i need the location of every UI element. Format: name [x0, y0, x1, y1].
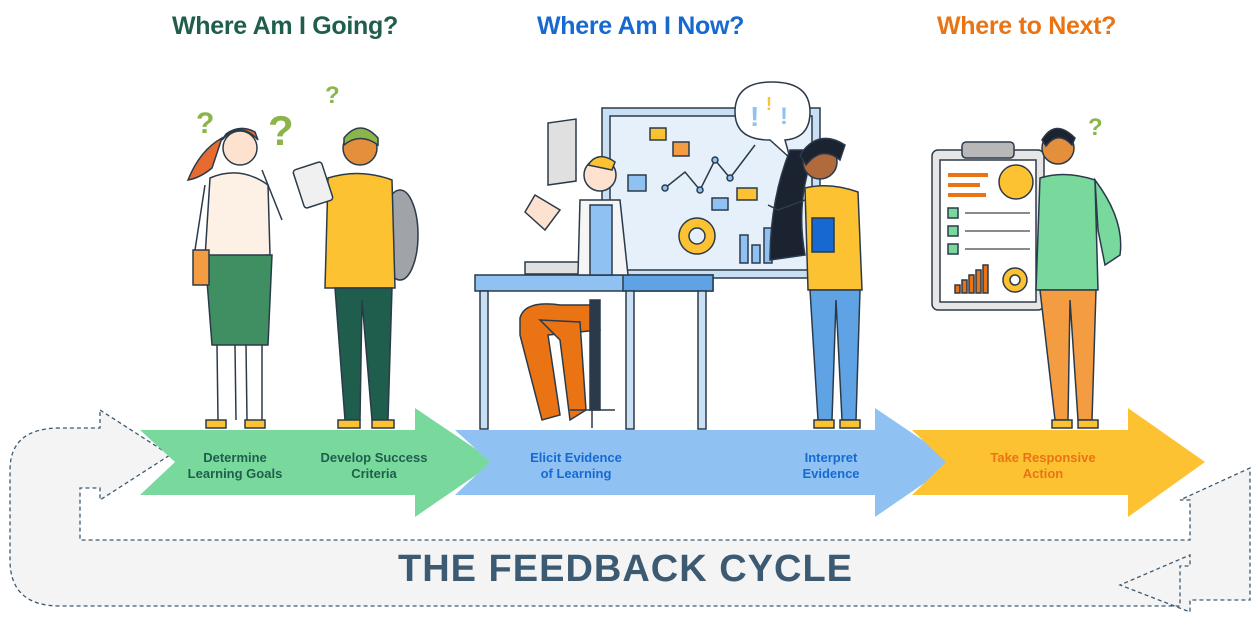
heading-where-to-next: Where to Next?: [937, 12, 1117, 40]
step-label-responsive-action: Take Responsive Action: [990, 450, 1096, 481]
step-label-elicit-evidence: Elicit Evidence of Learning: [530, 450, 622, 481]
desk-scene: [474, 118, 714, 430]
step-label-success-criteria: Develop Success Criteria: [320, 450, 428, 481]
person-woman-interpret: [767, 137, 863, 429]
svg-text:!: !: [750, 101, 759, 132]
step-arrow-yellow: [912, 408, 1205, 517]
bar-chart-icon: [739, 227, 773, 264]
svg-text:?: ?: [1088, 114, 1103, 141]
svg-text:?: ?: [268, 107, 294, 154]
svg-text:!: !: [766, 94, 772, 114]
step-arrow-blue: [455, 408, 955, 517]
question-mark-icon: ? ? ? ?: [196, 82, 1103, 154]
svg-text:?: ?: [325, 82, 340, 109]
heading-where-am-i-now: Where Am I Now?: [537, 12, 745, 40]
step-label-interpret-evidence: Interpret Evidence: [802, 450, 860, 481]
step-arrow-green: [140, 408, 495, 517]
line-chart-icon: [661, 144, 756, 194]
svg-text:?: ?: [196, 107, 214, 140]
donut-chart-icon: [678, 217, 716, 255]
heading-where-am-i-going: Where Am I Going?: [172, 12, 398, 40]
feedback-cycle-title: THE FEEDBACK CYCLE: [397, 548, 854, 590]
check-icon: [947, 207, 959, 255]
cycle-loop: [9, 408, 1251, 613]
person-man-action: [1035, 127, 1122, 429]
clipboard: [931, 141, 1045, 311]
step-label-determine-goals: Determine Learning Goals: [187, 450, 283, 481]
svg-text:!: !: [780, 103, 788, 130]
person-woman-goals: [186, 127, 283, 429]
person-man-criteria: [292, 127, 419, 429]
